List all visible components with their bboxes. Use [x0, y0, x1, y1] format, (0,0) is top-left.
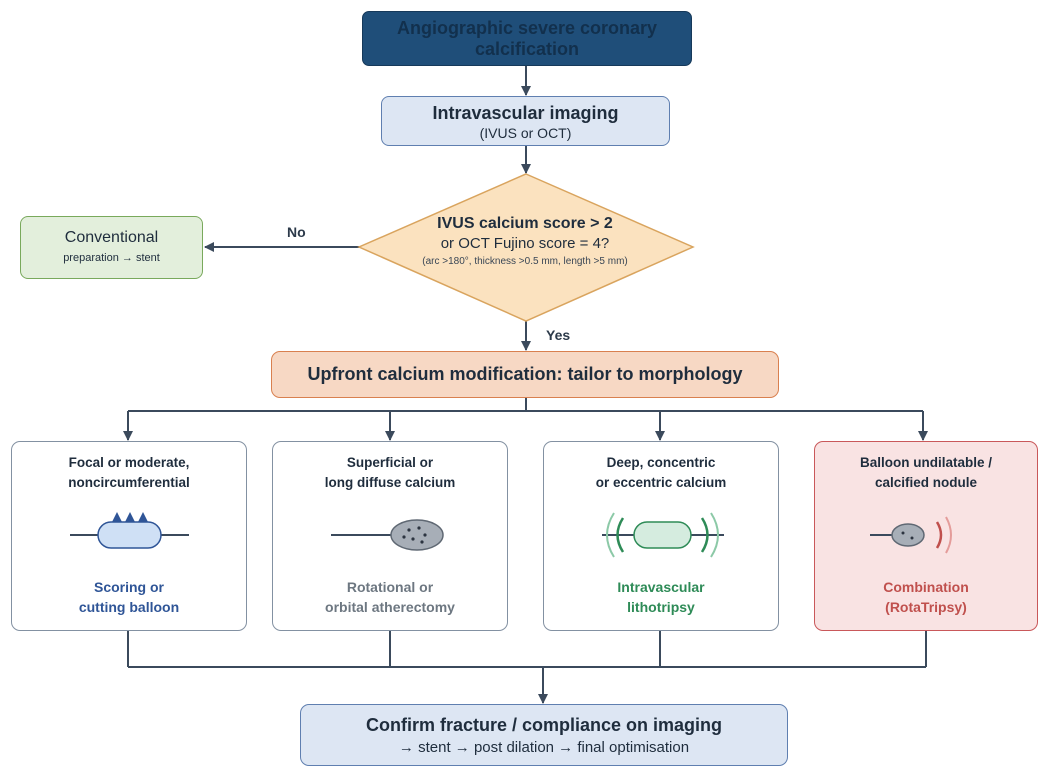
start-node-label: Angiographic severe coronary calcificati…	[396, 18, 658, 59]
upfront-modification-node: Upfront calcium modification: tailor to …	[271, 351, 779, 398]
imaging-subtitle: (IVUS or OCT)	[479, 125, 572, 141]
confirm-subtitle: → stent → post dilation → final optimisa…	[398, 739, 690, 756]
balloon-with-blades-icon	[70, 512, 189, 549]
imaging-node: Intravascular imaging (IVUS or OCT)	[381, 96, 670, 146]
start-node: Angiographic severe coronary calcificati…	[362, 11, 692, 66]
conventional-title: Conventional	[64, 229, 159, 246]
morphology-label: Balloon undilatable / calcified nodule	[859, 455, 992, 490]
morphology-label: Deep, concentric or eccentric calcium	[595, 455, 727, 490]
option-card-scoring: Focal or moderate, noncircumferential Sc…	[11, 441, 247, 631]
option-card-combination: Balloon undilatable / calcified nodule C…	[814, 441, 1038, 631]
decision-node: IVUS calcium score > 2 or OCT Fujino sco…	[370, 214, 680, 270]
edge-label-yes: Yes	[546, 327, 571, 343]
confirm-title: Confirm fracture / compliance on imaging	[365, 715, 723, 735]
morphology-label: Focal or moderate, noncircumferential	[68, 455, 190, 490]
morphology-label: Superficial or long diffuse calcium	[324, 455, 456, 490]
imaging-title: Intravascular imaging	[432, 103, 619, 123]
conventional-node: Conventional preparation → stent	[20, 216, 203, 279]
option-card-atherectomy: Superficial or long diffuse calcium Rota…	[272, 441, 508, 631]
conventional-subtitle: preparation → stent	[63, 252, 160, 264]
edge-label-no: No	[287, 224, 306, 240]
technique-label: Scoring or cutting balloon	[78, 579, 180, 615]
technique-label: Combination (RotaTripsy)	[883, 579, 969, 615]
rotational-burr-icon	[331, 519, 444, 551]
decision-criteria: (arc >180°, thickness >0.5 mm, length >5…	[422, 256, 628, 267]
decision-diamond	[357, 173, 695, 322]
confirm-node: Confirm fracture / compliance on imaging…	[300, 704, 788, 766]
lithotripsy-balloon-waves-icon	[602, 512, 724, 558]
burr-with-waves-icon	[870, 516, 952, 554]
decision-line-2: or OCT Fujino score = 4?	[440, 235, 610, 252]
upfront-label: Upfront calcium modification: tailor to …	[307, 364, 743, 384]
option-card-lithotripsy: Deep, concentric or eccentric calcium In…	[543, 441, 779, 631]
decision-line-1: IVUS calcium score > 2	[437, 215, 613, 232]
technique-label: Rotational or orbital atherectomy	[325, 579, 455, 615]
technique-label: Intravascular lithotripsy	[617, 579, 705, 615]
